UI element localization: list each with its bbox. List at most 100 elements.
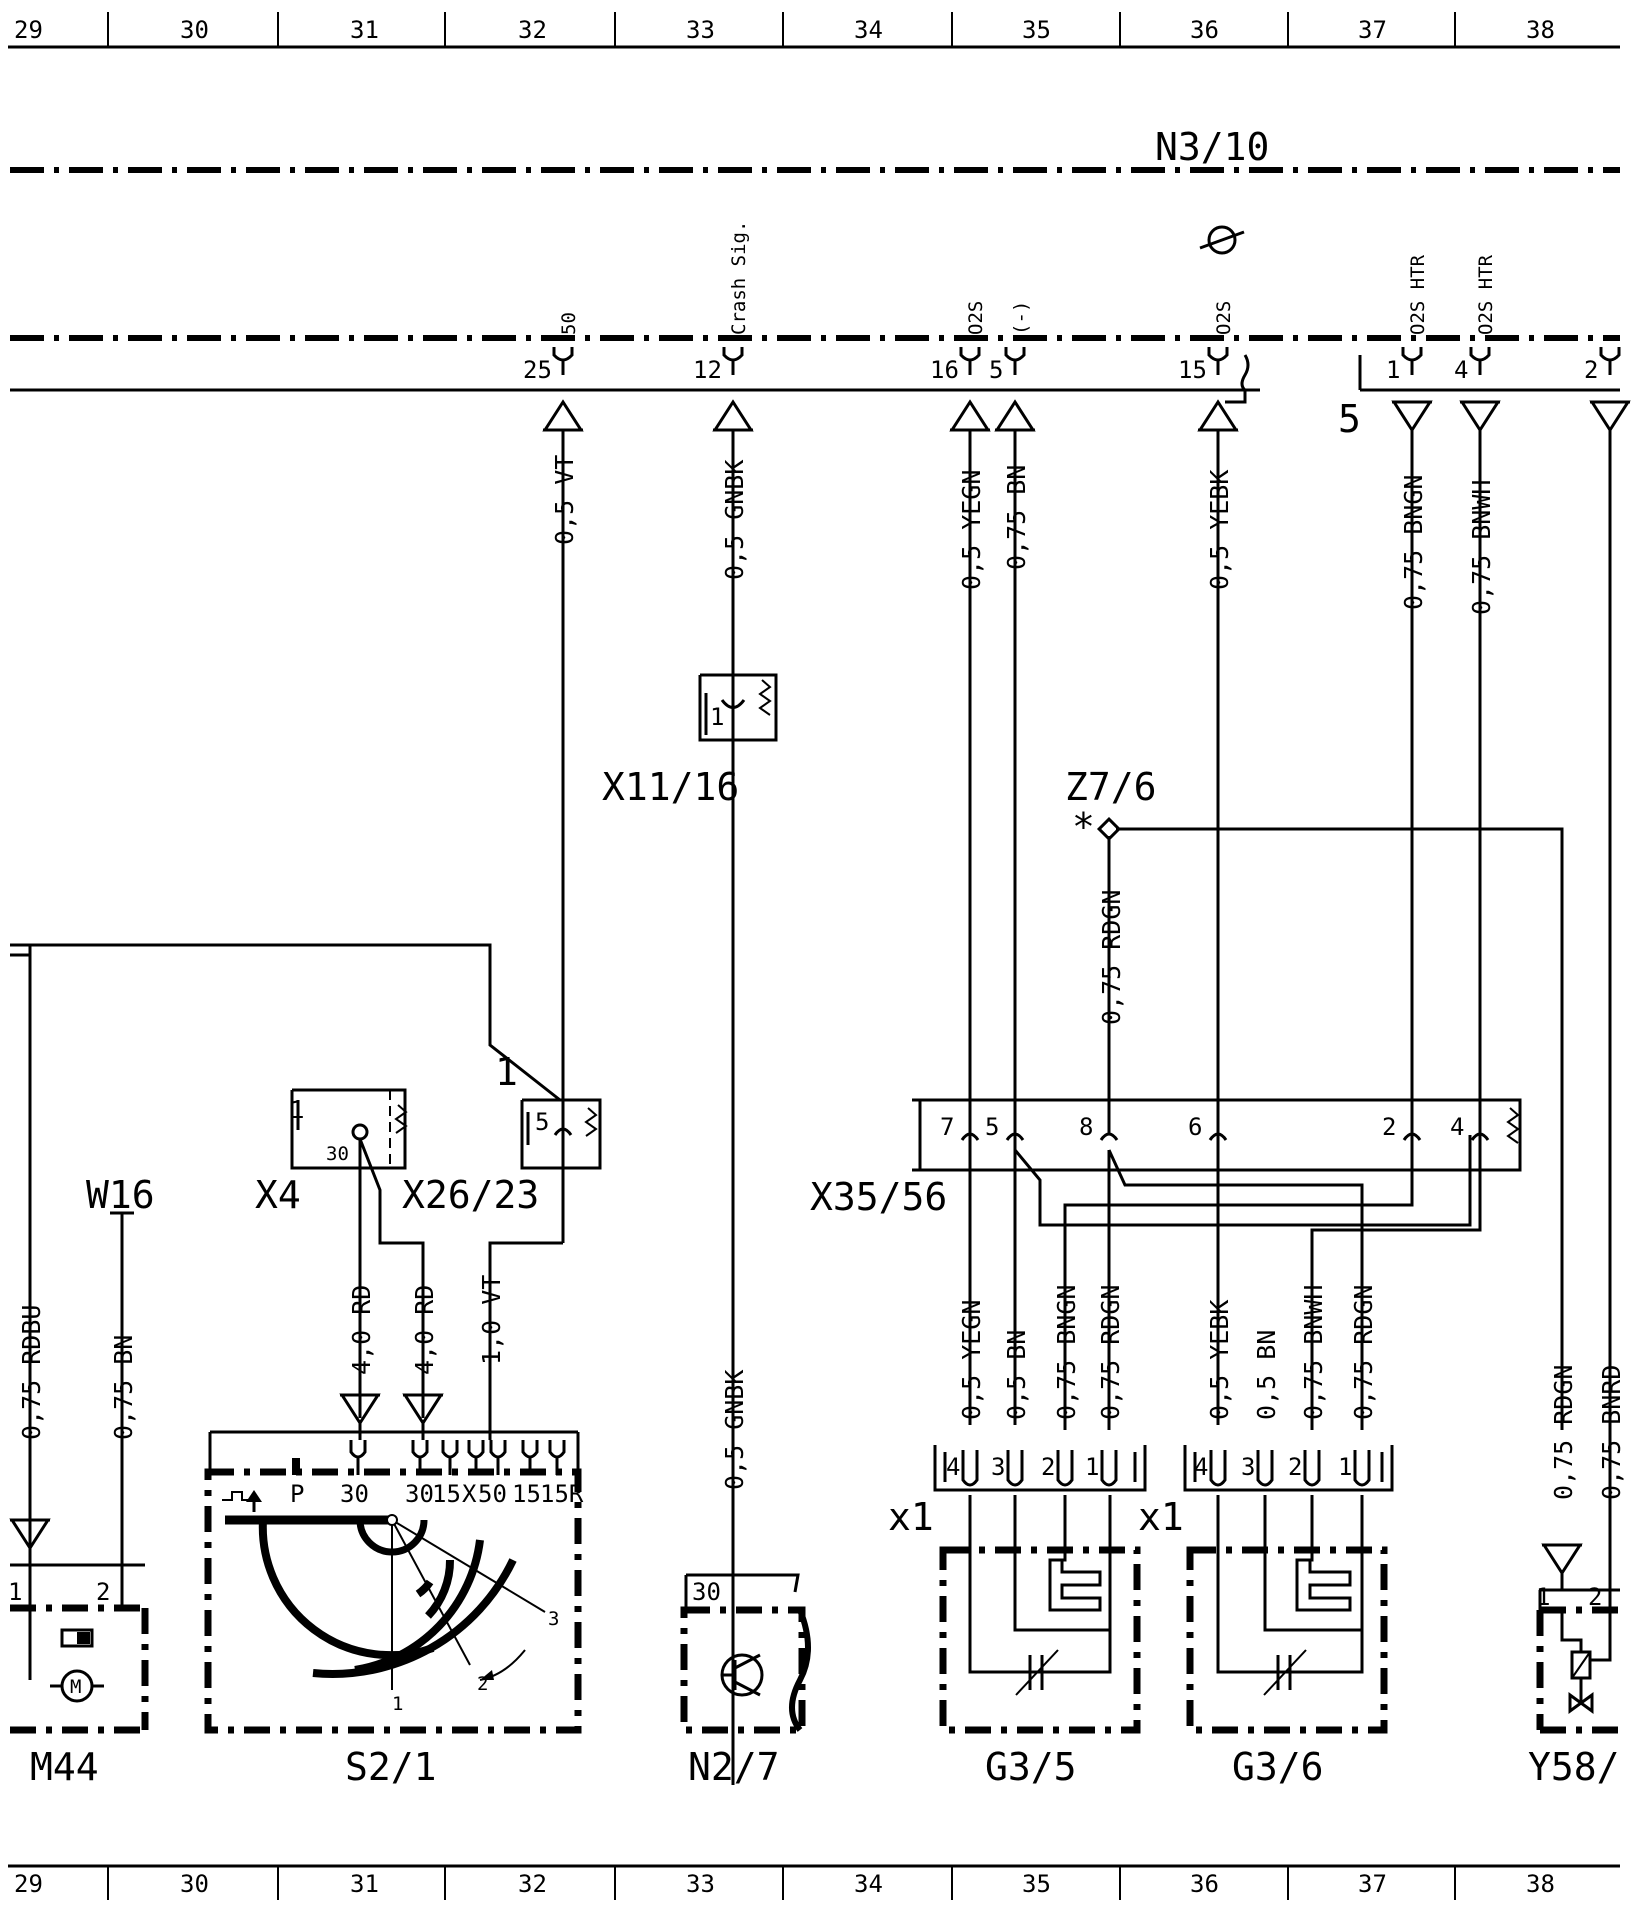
x26-23-pin-label: 1 xyxy=(495,1050,518,1094)
m44-pin-1: 1 xyxy=(8,1578,22,1606)
x35-56-contact xyxy=(960,1132,980,1141)
module-pin-socket-5 xyxy=(1004,347,1026,375)
sensor-pin-number: 2 xyxy=(1041,1453,1055,1481)
sensor-pin-number: 3 xyxy=(1241,1453,1255,1481)
g3-5-connector-label: x1 xyxy=(888,1495,934,1539)
module-pin-signal: Crash Sig. xyxy=(728,221,750,335)
s2-1-position-3: 3 xyxy=(548,1608,559,1630)
s2-1-label: S2/1 xyxy=(345,1745,437,1789)
connector-x35-56: X35/56 xyxy=(810,1098,1522,1219)
component-s2-1: 1 2 3 S2/1 xyxy=(204,1430,582,1789)
wire-arrow-down xyxy=(1541,1543,1583,1576)
x26-23-pin: 5 xyxy=(535,1108,549,1136)
grid-col-35-bottom: 35 xyxy=(1022,1870,1051,1898)
x35-56-contact xyxy=(1099,1132,1119,1141)
module-pin-number: 16 xyxy=(930,356,959,384)
n2-7-label: N2/7 xyxy=(688,1745,780,1789)
module-pin-socket-2 xyxy=(1599,347,1621,375)
x35-56-pin-number: 2 xyxy=(1382,1113,1396,1141)
x35-56-label: X35/56 xyxy=(810,1175,947,1219)
grid-col-38: 38 xyxy=(1526,16,1555,44)
s2-1-terminal-contact xyxy=(441,1440,459,1459)
sensor-pin-number: 4 xyxy=(946,1453,960,1481)
wire-arrow-up xyxy=(994,399,1036,432)
wire-label: 0,75 BNRD xyxy=(1597,1365,1626,1500)
grid-col-35: 35 xyxy=(1022,16,1051,44)
sensor-pin-contact xyxy=(1100,1450,1118,1487)
module-pin-socket-16 xyxy=(959,347,981,375)
x35-56-pin-number: 6 xyxy=(1188,1113,1202,1141)
x35-56-contact xyxy=(1470,1132,1490,1141)
grid-col-30: 30 xyxy=(180,16,209,44)
x4-pin-b: 30 xyxy=(326,1143,349,1165)
svg-text:*: * xyxy=(1072,805,1095,849)
svg-text:M: M xyxy=(70,1676,81,1698)
grid-col-36-bottom: 36 xyxy=(1190,1870,1219,1898)
component-n2-7: 30 N2/7 xyxy=(680,1573,811,1789)
w16-label: W16 xyxy=(86,1173,155,1217)
wire-arrow-up xyxy=(1197,399,1239,432)
connector-x4: 1 30 X4 xyxy=(255,1088,408,1217)
component-m44: W16 1 2 M M44 xyxy=(8,943,561,1789)
m44-label: M44 xyxy=(30,1745,99,1789)
solenoid-valve-icon xyxy=(1560,1612,1612,1714)
module-pin-number: 2 xyxy=(1584,356,1598,384)
module-pin-number: 12 xyxy=(693,356,722,384)
transistor-icon xyxy=(1199,225,1245,255)
sensor-pin-contact xyxy=(1056,1450,1074,1487)
module-pin-signal: O2S xyxy=(1213,301,1235,335)
wire-label: 0,5 BN xyxy=(1252,1330,1281,1420)
z7-6-label: Z7/6 xyxy=(1065,765,1157,809)
grid-col-29-bottom: 29 xyxy=(14,1870,43,1898)
module-ground-label: 5 xyxy=(1338,397,1361,441)
connector-x11-16: 1 X11/16 xyxy=(602,673,778,809)
module-pin-number: 4 xyxy=(1454,356,1468,384)
component-g3-5: x1 G3/5 xyxy=(888,1445,1147,1789)
module-pin-signal: 50 xyxy=(558,312,580,335)
s2-1-terminal-contact xyxy=(411,1440,429,1459)
sensor-pin-contact xyxy=(1353,1450,1371,1487)
wire-label: 0,5 YEBK xyxy=(1205,1300,1234,1420)
module-pin-signal: O2S HTR xyxy=(1407,254,1429,335)
x11-16-label: X11/16 xyxy=(602,765,739,809)
heater-capacitor-icon xyxy=(1263,1649,1307,1696)
s2-1-terminal-label: 15 xyxy=(512,1480,541,1508)
sensor-pin-number: 4 xyxy=(1194,1453,1208,1481)
x4-label: X4 xyxy=(255,1173,301,1217)
module-pin-number: 5 xyxy=(989,356,1003,384)
s2-1-position-1: 1 xyxy=(392,1693,403,1715)
wire-label: 0,5 BN xyxy=(1002,1330,1031,1420)
s2-1-terminal-label: 15R xyxy=(540,1480,584,1508)
x35-56-pin-number: 8 xyxy=(1079,1113,1093,1141)
x35-56-pin-number: 7 xyxy=(940,1113,954,1141)
module-pin-socket-4 xyxy=(1469,347,1491,375)
wire-label: 0,75 RDGN xyxy=(1097,890,1126,1025)
grid-col-31: 31 xyxy=(350,16,379,44)
sensor-pin-number: 1 xyxy=(1085,1453,1099,1481)
x35-56-pin-number: 5 xyxy=(985,1113,999,1141)
grid-col-30-bottom: 30 xyxy=(180,1870,209,1898)
connector-z7-6: Z7/6 * xyxy=(1065,765,1564,1430)
sensor-pin-contact xyxy=(1209,1450,1227,1487)
sensor-pin-contact xyxy=(1256,1450,1274,1487)
grid-col-32-bottom: 32 xyxy=(518,1870,547,1898)
g3-5-label: G3/5 xyxy=(985,1745,1077,1789)
wire-arrow-up xyxy=(949,399,991,432)
grid-col-33-bottom: 33 xyxy=(686,1870,715,1898)
y58-label: Y58/ xyxy=(1528,1745,1620,1789)
n2-7-pin: 30 xyxy=(692,1578,721,1606)
grid-col-34-bottom: 34 xyxy=(854,1870,883,1898)
heater-capacitor-icon xyxy=(1015,1649,1059,1696)
s2-1-terminal-contact xyxy=(467,1440,485,1459)
grid-col-37-bottom: 37 xyxy=(1358,1870,1387,1898)
module-n3-10: N3/10 5 xyxy=(10,125,1620,441)
sensor-pin-number: 2 xyxy=(1288,1453,1302,1481)
wire-label: 0,75 BNGN xyxy=(1052,1285,1081,1420)
x35-56-contact xyxy=(1402,1132,1422,1141)
